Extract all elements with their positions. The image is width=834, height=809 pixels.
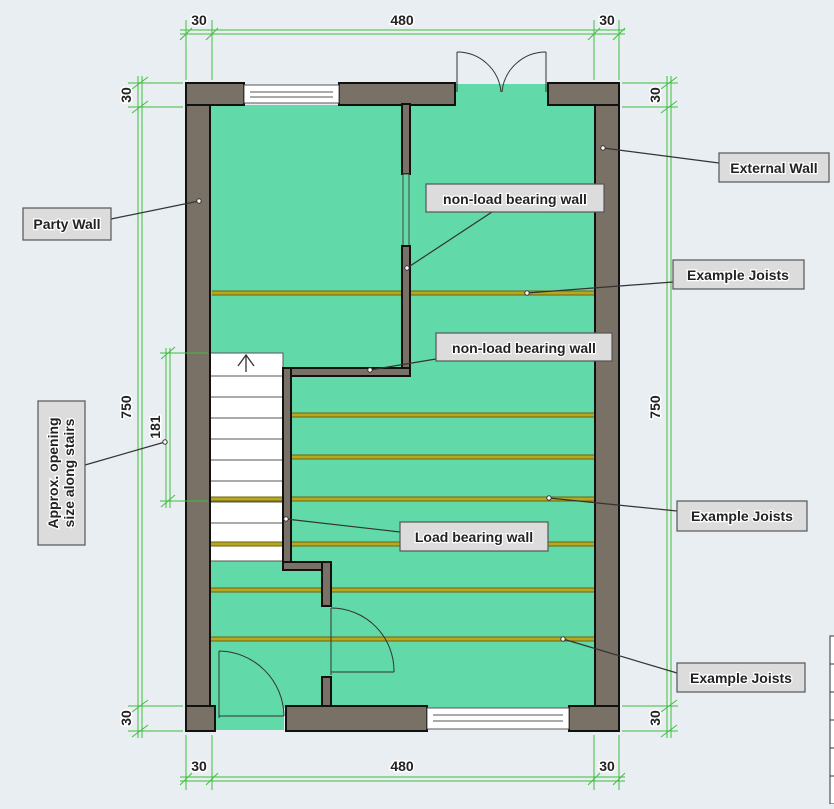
dimension-lines bbox=[128, 20, 678, 790]
callout-non-load-bearing-1: non-load bearing wall bbox=[425, 183, 605, 213]
dim-right-top: 30 bbox=[647, 87, 663, 103]
dim-top-mid: 480 bbox=[390, 12, 414, 28]
label-stair-opening-line2: size along stairs bbox=[61, 418, 77, 527]
callout-party-wall: Party Wall bbox=[22, 207, 112, 241]
non-load-bearing-wall-horizontal bbox=[282, 367, 411, 377]
dim-bottom-right: 30 bbox=[599, 758, 615, 774]
dim-left-bottom: 30 bbox=[118, 710, 134, 726]
dim-right-height: 750 bbox=[647, 395, 663, 419]
dim-top-right: 30 bbox=[599, 12, 615, 28]
load-bearing-wall bbox=[282, 367, 332, 707]
label-joists-2: Example Joists bbox=[691, 508, 793, 524]
label-load-bearing: Load bearing wall bbox=[415, 529, 533, 545]
internal-door bbox=[330, 607, 395, 675]
back-door-floor bbox=[456, 84, 548, 105]
callout-non-load-bearing-2: non-load bearing wall bbox=[435, 332, 613, 362]
callout-joists-3: Example Joists bbox=[676, 662, 806, 693]
callout-external-wall: External Wall bbox=[718, 152, 830, 183]
dim-left-top: 30 bbox=[118, 87, 134, 103]
front-door bbox=[218, 650, 285, 718]
callout-joists-2: Example Joists bbox=[676, 500, 808, 532]
external-walls bbox=[185, 82, 620, 732]
callout-joists-1: Example Joists bbox=[672, 259, 805, 290]
leader-lines bbox=[84, 145, 720, 674]
dim-top-left: 30 bbox=[191, 12, 207, 28]
dim-bottom-left: 30 bbox=[191, 758, 207, 774]
dim-bottom-mid: 480 bbox=[390, 758, 414, 774]
back-door bbox=[456, 51, 547, 93]
front-door-floor bbox=[216, 708, 284, 730]
label-non-load-bearing-2: non-load bearing wall bbox=[452, 340, 596, 356]
callout-load-bearing: Load bearing wall bbox=[399, 521, 549, 552]
label-joists-1: Example Joists bbox=[687, 267, 789, 283]
callout-stair-opening: Approx. opening size along stairs bbox=[37, 400, 86, 546]
window-bottom bbox=[426, 707, 570, 730]
dim-right-bottom: 30 bbox=[647, 710, 663, 726]
window-top bbox=[243, 84, 340, 104]
label-external-wall: External Wall bbox=[730, 160, 817, 176]
table-edge bbox=[829, 635, 834, 805]
staircase bbox=[209, 352, 284, 562]
label-non-load-bearing-1: non-load bearing wall bbox=[443, 191, 587, 207]
dim-stair-opening: 181 bbox=[147, 415, 163, 439]
non-load-bearing-wall-vertical bbox=[401, 103, 411, 377]
label-stair-opening-line1: Approx. opening bbox=[45, 417, 61, 528]
label-joists-3: Example Joists bbox=[690, 670, 792, 686]
dim-left-height: 750 bbox=[118, 395, 134, 419]
label-party-wall: Party Wall bbox=[33, 216, 100, 232]
